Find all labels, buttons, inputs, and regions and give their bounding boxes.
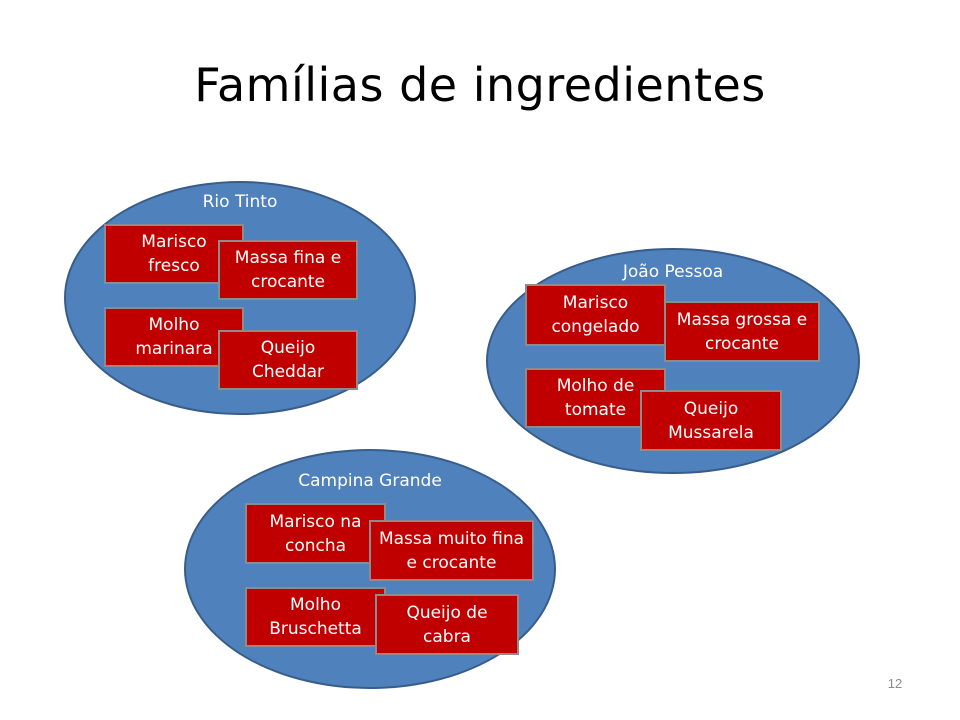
card-queijo: Queijo Mussarela bbox=[640, 390, 782, 451]
card-queijo: Queijo Cheddar bbox=[218, 330, 358, 390]
slide-title: Famílias de ingredientes bbox=[194, 58, 766, 112]
family-name: Rio Tinto bbox=[202, 192, 278, 212]
family-name: Campina Grande bbox=[298, 471, 442, 491]
card-label: Queijo Mussarela bbox=[668, 398, 754, 443]
card-label: Marisco fresco bbox=[141, 232, 207, 276]
card-marisco: Marisco congelado bbox=[525, 284, 666, 346]
family-name: João Pessoa bbox=[622, 262, 724, 282]
page-number: 12 bbox=[887, 676, 903, 691]
card-massa: Massa fina e crocante bbox=[218, 240, 358, 300]
card-label: Molho Bruschetta bbox=[269, 595, 362, 639]
card-label: Massa fina e crocante bbox=[234, 248, 342, 292]
card-label: Massa muito fina e crocante bbox=[378, 528, 525, 573]
card-label: Molho de tomate bbox=[556, 376, 635, 420]
card-label: Queijo de cabra bbox=[406, 602, 488, 647]
card-molho: Molho Bruschetta bbox=[245, 587, 386, 647]
card-label: Marisco na concha bbox=[269, 511, 362, 556]
card-massa: Massa grossa e crocante bbox=[664, 301, 820, 362]
card-label: Marisco congelado bbox=[551, 293, 640, 337]
card-massa: Massa muito fina e crocante bbox=[369, 520, 534, 581]
card-marisco: Marisco na concha bbox=[245, 503, 386, 564]
card-label: Molho marinara bbox=[135, 315, 213, 359]
card-label: Massa grossa e crocante bbox=[676, 309, 808, 354]
card-label: Queijo Cheddar bbox=[251, 338, 325, 382]
card-queijo: Queijo de cabra bbox=[375, 594, 519, 655]
